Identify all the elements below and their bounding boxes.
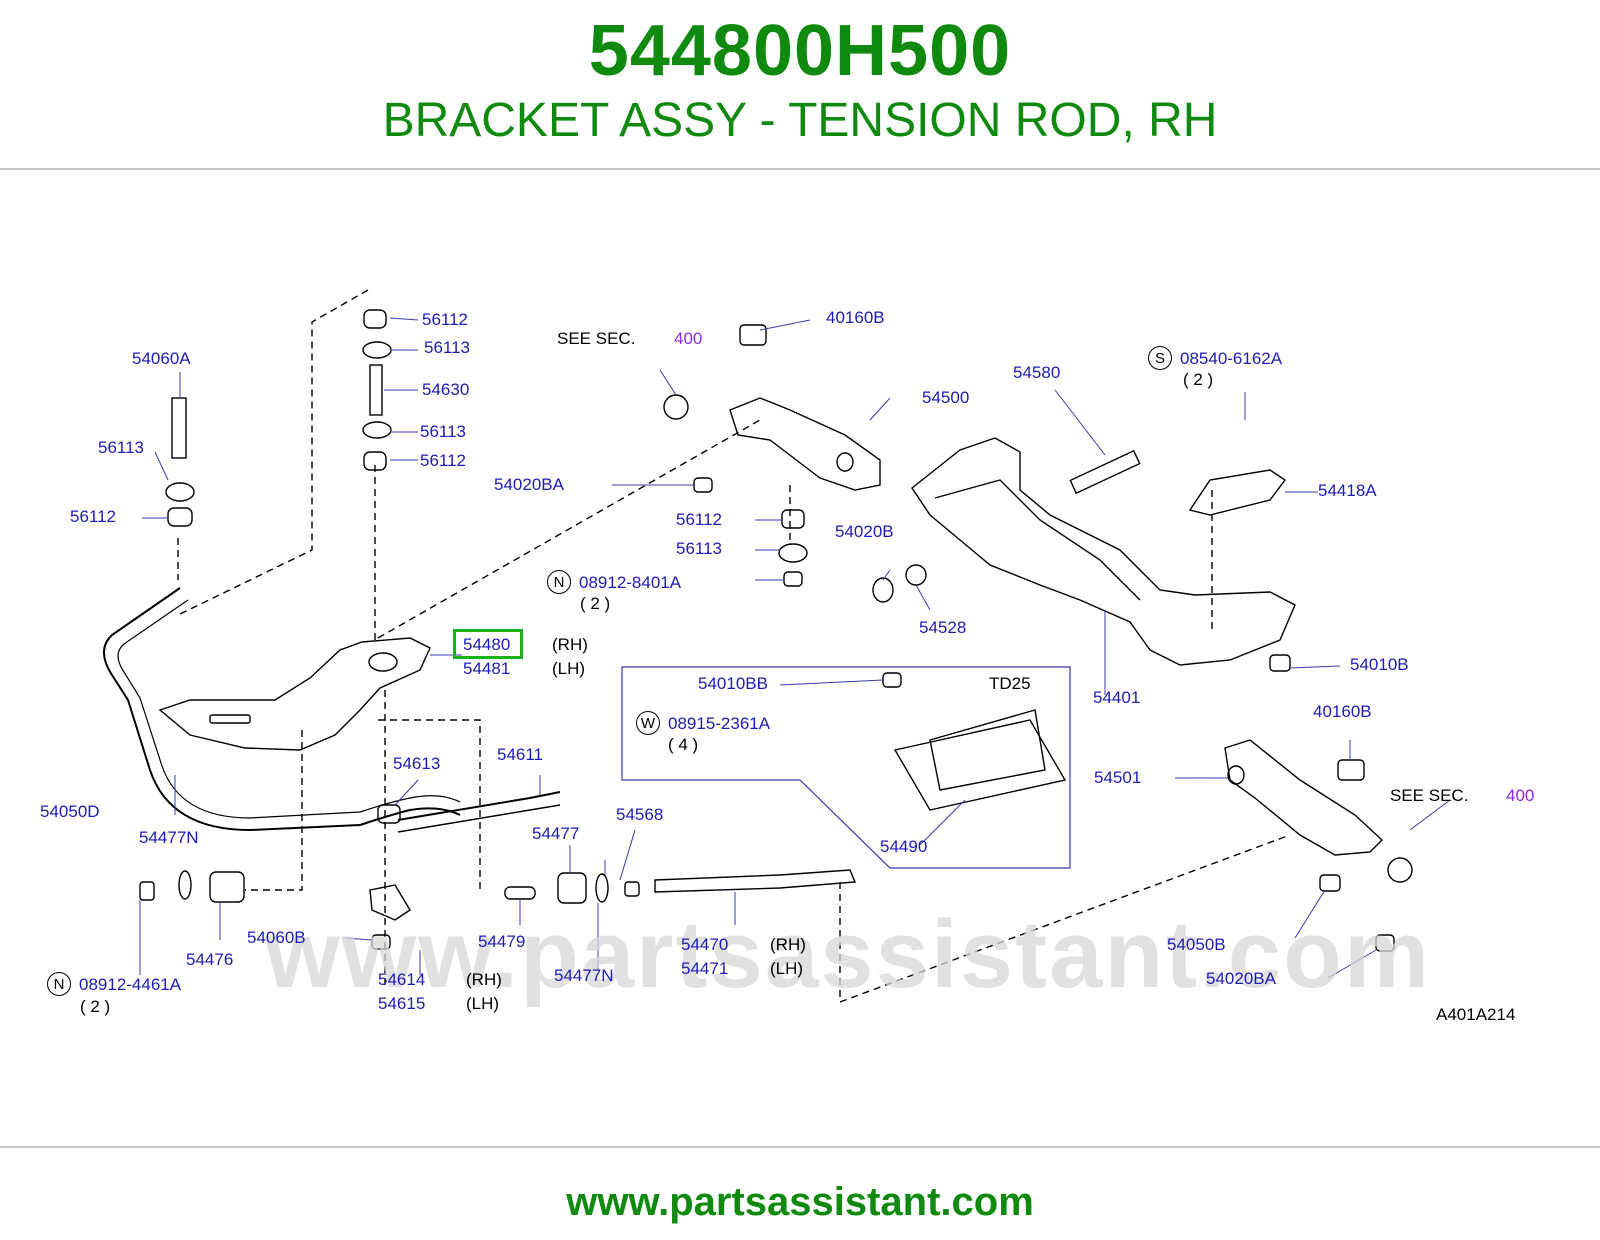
label-54060A[interactable]: 54060A bbox=[132, 349, 191, 368]
stabilizer-bar bbox=[103, 587, 461, 832]
label-40160B[interactable]: 40160B bbox=[1313, 702, 1372, 721]
n-symbol: N bbox=[47, 972, 71, 996]
label-54020B[interactable]: 54020B bbox=[835, 522, 894, 541]
label-56112[interactable]: 56112 bbox=[420, 451, 467, 470]
label-54477N[interactable]: 54477N bbox=[554, 966, 614, 985]
label-40160B[interactable]: 40160B bbox=[826, 308, 885, 327]
label-54418A[interactable]: 54418A bbox=[1318, 481, 1377, 500]
lh-tag: (LH) bbox=[770, 959, 804, 978]
label-54481[interactable]: 54481 bbox=[463, 659, 511, 678]
diagram-drawing bbox=[103, 289, 1451, 1004]
part-description: BRACKET ASSY - TENSION ROD, RH bbox=[382, 94, 1218, 147]
label-08912-4461A[interactable]: 08912-4461A bbox=[79, 975, 182, 994]
label-54477N[interactable]: 54477N bbox=[139, 828, 199, 847]
selected-part-highlight bbox=[453, 629, 523, 659]
label-54477[interactable]: 54477 bbox=[532, 824, 580, 843]
tie-rod bbox=[654, 869, 857, 893]
label-54010BB[interactable]: 54010BB bbox=[698, 674, 768, 693]
label-54500[interactable]: 54500 bbox=[922, 388, 970, 407]
label-56113[interactable]: 56113 bbox=[98, 438, 145, 457]
label-54479[interactable]: 54479 bbox=[478, 932, 526, 951]
label-54471[interactable]: 54471 bbox=[681, 959, 729, 978]
label-54020BA[interactable]: 54020BA bbox=[494, 475, 564, 494]
label-54050B[interactable]: 54050B bbox=[1167, 935, 1226, 954]
footer-url[interactable]: www.partsassistant.com bbox=[566, 1180, 1034, 1224]
qty-2: ( 2 ) bbox=[1183, 370, 1214, 389]
watermark: www.partsassistant.com bbox=[265, 901, 1432, 1008]
label-54528[interactable]: 54528 bbox=[919, 618, 967, 637]
see-sec-text: SEE SEC. bbox=[557, 329, 636, 348]
label-54613[interactable]: 54613 bbox=[393, 754, 441, 773]
see-sec-number[interactable]: 400 bbox=[1506, 786, 1535, 805]
label-08540-6162A[interactable]: 08540-6162A bbox=[1180, 349, 1283, 368]
qty-2: ( 2 ) bbox=[580, 594, 611, 613]
label-54020BA[interactable]: 54020BA bbox=[1206, 969, 1276, 988]
diagram-ref-code: A401A214 bbox=[1436, 1005, 1516, 1024]
rh-tag: (RH) bbox=[466, 970, 502, 989]
label-54060B[interactable]: 54060B bbox=[247, 928, 306, 947]
lower-arm-54501 bbox=[1224, 739, 1384, 856]
label-54470[interactable]: 54470 bbox=[681, 935, 729, 954]
lh-tag: (LH) bbox=[466, 994, 500, 1013]
crossmember-54401 bbox=[911, 437, 1296, 666]
label-54490[interactable]: 54490 bbox=[880, 837, 928, 856]
qty-2: ( 2 ) bbox=[80, 997, 111, 1016]
see-sec-text: SEE SEC. bbox=[1390, 786, 1469, 805]
n-symbol: N bbox=[547, 570, 571, 594]
label-54476[interactable]: 54476 bbox=[186, 950, 234, 969]
label-56113[interactable]: 56113 bbox=[676, 539, 723, 558]
upper-arm-54500 bbox=[729, 397, 881, 491]
footer-divider bbox=[0, 1146, 1600, 1148]
header-divider bbox=[0, 168, 1600, 170]
tension-bracket-54480 bbox=[158, 637, 431, 751]
lh-tag: (LH) bbox=[552, 659, 586, 678]
label-54611[interactable]: 54611 bbox=[497, 745, 544, 764]
label-54480[interactable]: 54480 bbox=[463, 635, 511, 654]
part-number-title: 544800H500 bbox=[588, 11, 1012, 91]
rh-tag: (RH) bbox=[770, 935, 806, 954]
w-symbol: W bbox=[636, 711, 660, 735]
label-08912-8401A[interactable]: 08912-8401A bbox=[579, 573, 682, 592]
label-56113[interactable]: 56113 bbox=[420, 422, 467, 441]
s-symbol: S bbox=[1148, 346, 1172, 370]
label-54614[interactable]: 54614 bbox=[378, 970, 426, 989]
label-54010B[interactable]: 54010B bbox=[1350, 655, 1409, 674]
variant-label: TD25 bbox=[989, 674, 1031, 693]
qty-4: ( 4 ) bbox=[668, 735, 699, 754]
parts-diagram: www.partsassistant.com 56112 56113 54630… bbox=[0, 270, 1600, 1070]
label-56112[interactable]: 56112 bbox=[70, 507, 117, 526]
label-08915-2361A[interactable]: 08915-2361A bbox=[668, 714, 771, 733]
label-54580[interactable]: 54580 bbox=[1013, 363, 1061, 382]
label-54568[interactable]: 54568 bbox=[616, 805, 664, 824]
label-54615[interactable]: 54615 bbox=[378, 994, 426, 1013]
label-54501[interactable]: 54501 bbox=[1094, 768, 1142, 787]
label-54401[interactable]: 54401 bbox=[1093, 688, 1141, 707]
label-54050D[interactable]: 54050D bbox=[40, 802, 100, 821]
label-54630[interactable]: 54630 bbox=[422, 380, 470, 399]
label-56112[interactable]: 56112 bbox=[422, 310, 469, 329]
label-56113[interactable]: 56113 bbox=[424, 338, 471, 357]
label-56112[interactable]: 56112 bbox=[676, 510, 723, 529]
bar-bushing bbox=[377, 804, 401, 824]
engine-mount-54490 bbox=[893, 719, 1067, 811]
see-sec-number[interactable]: 400 bbox=[674, 329, 703, 348]
rh-tag: (RH) bbox=[552, 635, 588, 654]
